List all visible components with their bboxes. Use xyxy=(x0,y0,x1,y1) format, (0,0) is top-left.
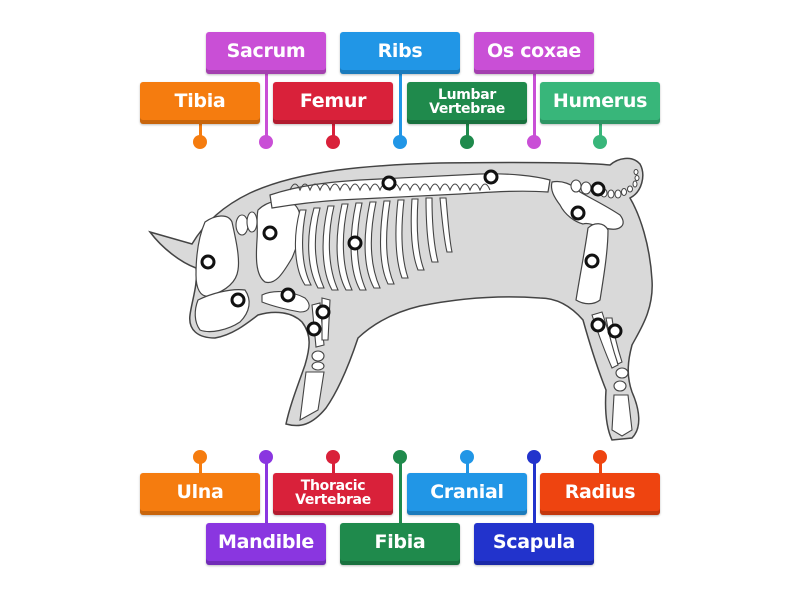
drop-target-7[interactable] xyxy=(347,235,363,251)
label-tibia[interactable]: Tibia xyxy=(140,82,260,124)
drop-target-14[interactable] xyxy=(607,323,623,339)
label-mandible[interactable]: Mandible xyxy=(206,523,326,565)
label-radius[interactable]: Radius xyxy=(540,473,660,515)
label-text: Fibia xyxy=(374,531,426,553)
connector-pin xyxy=(593,450,607,464)
connector-pin xyxy=(593,135,607,149)
drop-target-4[interactable] xyxy=(280,287,296,303)
connector-line xyxy=(532,72,536,142)
connector-pin xyxy=(193,135,207,149)
label-text: Tibia xyxy=(174,90,226,112)
label-text: Os coxae xyxy=(487,40,581,62)
connector-line xyxy=(198,122,202,142)
connector-line xyxy=(198,457,202,473)
connector-line xyxy=(598,457,602,473)
label-ulna[interactable]: Ulna xyxy=(140,473,260,515)
drop-target-1[interactable] xyxy=(200,254,216,270)
connector-pin xyxy=(259,135,273,149)
connector-pin xyxy=(326,135,340,149)
label-ribs[interactable]: Ribs xyxy=(340,32,460,74)
connector-pin xyxy=(527,135,541,149)
connector-pin xyxy=(460,450,474,464)
label-fibia[interactable]: Fibia xyxy=(340,523,460,565)
cervical-vertebrae xyxy=(235,211,258,236)
connector-pin xyxy=(393,450,407,464)
label-text: Ulna xyxy=(176,481,224,503)
drop-target-6[interactable] xyxy=(306,321,322,337)
label-text: Sacrum xyxy=(226,40,306,62)
connector-line xyxy=(465,457,469,473)
connector-line xyxy=(532,457,536,523)
label-text: Mandible xyxy=(218,531,314,553)
skull-bone xyxy=(195,215,240,297)
drop-target-9[interactable] xyxy=(483,169,499,185)
connector-line xyxy=(264,457,268,523)
label-lumbar-vertebrae[interactable]: Lumbar Vertebrae xyxy=(407,82,527,124)
connector-line xyxy=(598,122,602,142)
label-cranial[interactable]: Cranial xyxy=(407,473,527,515)
connector-line xyxy=(398,457,402,523)
label-text: Radius xyxy=(564,481,636,503)
drop-target-3[interactable] xyxy=(262,225,278,241)
drop-target-8[interactable] xyxy=(381,175,397,191)
connector-line xyxy=(465,122,469,142)
label-text: Cranial xyxy=(430,481,504,503)
connector-line xyxy=(264,72,268,142)
rib-cage xyxy=(294,197,453,291)
label-text: Humerus xyxy=(552,90,648,112)
label-text: Lumbar Vertebrae xyxy=(429,86,505,117)
connector-line xyxy=(398,72,402,142)
connector-line xyxy=(331,457,335,473)
label-sacrum[interactable]: Sacrum xyxy=(206,32,326,74)
label-scapula[interactable]: Scapula xyxy=(474,523,594,565)
label-femur[interactable]: Femur xyxy=(273,82,393,124)
connector-pin xyxy=(393,135,407,149)
drop-target-13[interactable] xyxy=(590,317,606,333)
drop-target-11[interactable] xyxy=(570,205,586,221)
label-text: Ribs xyxy=(377,40,423,62)
connector-pin xyxy=(259,450,273,464)
label-text: Thoracic Vertebrae xyxy=(295,477,371,508)
connector-pin xyxy=(326,450,340,464)
connector-line xyxy=(331,122,335,142)
label-humerus[interactable]: Humerus xyxy=(540,82,660,124)
connector-pin xyxy=(460,135,474,149)
drop-target-10[interactable] xyxy=(590,181,606,197)
label-os-coxae[interactable]: Os coxae xyxy=(474,32,594,74)
drop-target-12[interactable] xyxy=(584,253,600,269)
connector-pin xyxy=(193,450,207,464)
label-text: Scapula xyxy=(492,531,576,553)
drop-target-5[interactable] xyxy=(315,304,331,320)
label-text: Femur xyxy=(299,90,367,112)
label-thoracic-vertebrae[interactable]: Thoracic Vertebrae xyxy=(273,473,393,515)
drop-target-2[interactable] xyxy=(230,292,246,308)
connector-pin xyxy=(527,450,541,464)
